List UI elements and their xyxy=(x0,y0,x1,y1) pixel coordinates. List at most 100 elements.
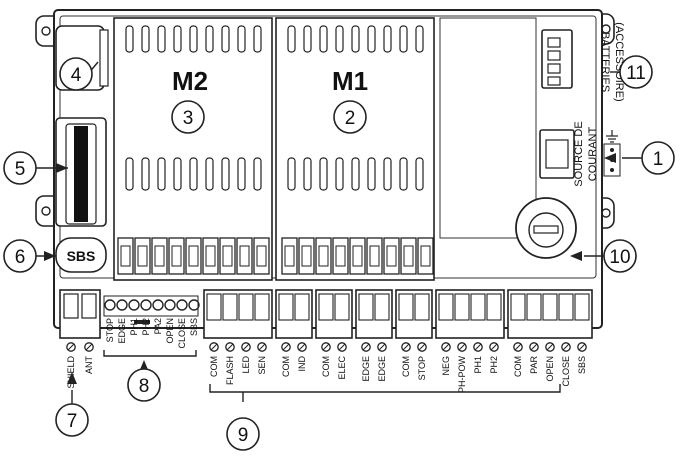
terminal-label: COM xyxy=(281,356,291,377)
terminal-label: ELEC xyxy=(337,356,347,380)
callout-circle xyxy=(3,151,37,185)
callout-number: 6 xyxy=(15,247,26,268)
terminal-label: COM xyxy=(209,356,219,377)
header-pin-slot xyxy=(205,245,216,267)
terminal-label: LED xyxy=(241,356,251,374)
status-led-icon xyxy=(152,299,164,311)
terminal-label: SEN xyxy=(257,356,267,375)
terminal-slot xyxy=(542,293,558,321)
status-led-icon xyxy=(164,299,176,311)
screw-slot-icon xyxy=(298,343,306,351)
terminal-slot xyxy=(374,293,390,321)
vent-slot-bottom xyxy=(173,157,182,191)
vent-slot-bottom xyxy=(253,157,262,191)
callout-circle xyxy=(3,239,37,273)
status-led-icon xyxy=(104,299,116,311)
vent-slot-top xyxy=(335,25,344,53)
terminal-slot xyxy=(238,293,254,321)
vent-slot-bottom xyxy=(125,157,134,191)
vent-slot-bottom xyxy=(399,157,408,191)
led-jumper xyxy=(134,320,150,324)
led-label: EDGE xyxy=(117,318,127,344)
screw-slot-icon xyxy=(226,343,234,351)
antenna-label: SHIELD xyxy=(66,356,76,389)
vent-slot-top xyxy=(351,25,360,53)
header-pin-slot xyxy=(420,245,431,267)
vent-slot-top xyxy=(253,25,262,53)
terminal-slot xyxy=(414,293,430,321)
screw-slot-icon xyxy=(458,343,466,351)
terminal-slot xyxy=(398,293,414,321)
terminal-slot xyxy=(318,293,334,321)
batteries-sub-label: (ACCESSOIRE) xyxy=(613,22,625,101)
led-label: OPEN xyxy=(165,318,175,344)
sbs-button-shape[interactable] xyxy=(55,237,107,273)
terminal-slot xyxy=(454,293,470,321)
terminal-label: STOP xyxy=(417,356,427,380)
terminal-label: COM xyxy=(401,356,411,377)
callout-circle xyxy=(127,368,161,402)
vent-slot-top xyxy=(287,25,296,53)
right-panel xyxy=(439,17,537,239)
slot-5-opening xyxy=(74,126,88,222)
callout-circle xyxy=(171,100,205,134)
screw-slot-icon xyxy=(67,343,75,351)
terminal-slot xyxy=(510,293,526,321)
vent-slot-bottom xyxy=(335,157,344,191)
terminal-label: SBS xyxy=(577,356,587,374)
vent-slot-top xyxy=(415,25,424,53)
terminal-group-bracket xyxy=(209,384,561,393)
module-m1-label: M1 xyxy=(332,66,368,96)
battery-connector-pins xyxy=(547,37,561,86)
terminal-slot xyxy=(358,293,374,321)
vent-slot-bottom xyxy=(367,157,376,191)
callout-number: 11 xyxy=(626,63,646,84)
callout-number: 4 xyxy=(71,65,82,86)
header-pin-slot xyxy=(403,245,414,267)
antenna-terminal-slot xyxy=(63,293,79,319)
terminal-slot xyxy=(254,293,270,321)
header-pin-slot xyxy=(171,245,182,267)
header-connectors xyxy=(117,237,434,275)
terminal-label: CLOSE xyxy=(561,356,571,387)
batteries-label: BATTERIES xyxy=(599,32,611,92)
callout-circle xyxy=(226,417,260,451)
callout-number: 3 xyxy=(183,108,194,129)
screw-slot-icon xyxy=(322,343,330,351)
vent-slot-top xyxy=(367,25,376,53)
callout-circle xyxy=(619,55,653,89)
screw-slot-icon xyxy=(378,343,386,351)
screw-slot-icon xyxy=(514,343,522,351)
callout-number: 5 xyxy=(15,159,26,180)
vent-slot-top xyxy=(125,25,134,53)
led-label: PH2 xyxy=(141,318,151,336)
terminal-label: IND xyxy=(297,356,307,372)
header-pin-slot xyxy=(284,245,295,267)
screw-slot-icon xyxy=(490,343,498,351)
module-m1-panel xyxy=(275,17,435,281)
power-source-sub-label: COURANT xyxy=(587,127,599,182)
vent-slot-top xyxy=(173,25,182,53)
vent-slot-bottom xyxy=(205,157,214,191)
connector-4-latch xyxy=(99,29,109,87)
led-row-frame xyxy=(103,295,199,317)
header-pin-slot xyxy=(369,245,380,267)
terminal-slot xyxy=(334,293,350,321)
sbs-button[interactable]: SBS xyxy=(67,248,96,264)
terminal-label: EDGE xyxy=(377,356,387,382)
vent-slot-bottom xyxy=(141,157,150,191)
led-label: STOP xyxy=(105,318,115,342)
terminal-slot xyxy=(206,293,222,321)
screw-slot-icon xyxy=(210,343,218,351)
terminal-slot xyxy=(558,293,574,321)
header-pin-slot xyxy=(352,245,363,267)
screw-slot-icon xyxy=(242,343,250,351)
screw-slot-icon xyxy=(362,343,370,351)
header-pin-slot xyxy=(301,245,312,267)
arrow-icons xyxy=(44,153,616,384)
led-group-bracket xyxy=(103,350,197,357)
callout-circle xyxy=(55,403,89,437)
